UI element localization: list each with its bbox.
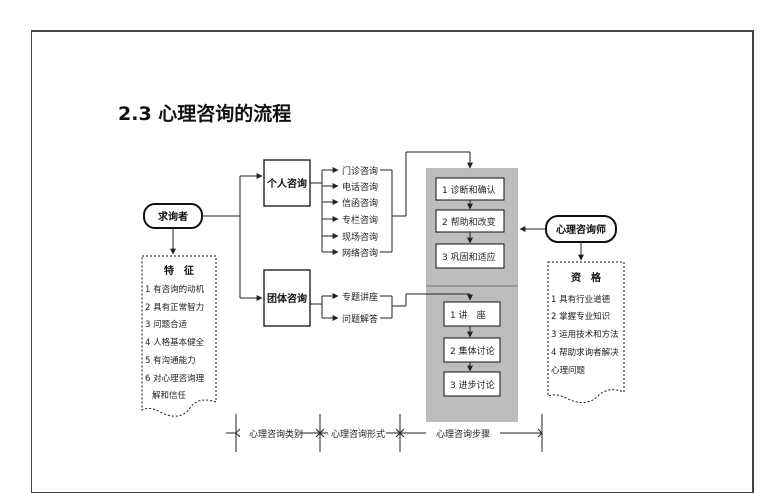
feature-item: 6 对心理咨询理 [145,373,205,384]
qualifications-box [547,261,625,403]
step-dimension-label: 心理咨询步骤 [436,428,490,440]
feature-item: 解和信任 [152,390,187,401]
step-box [443,371,501,397]
form-item: 信函咨询 [342,197,378,209]
form-item: 电话咨询 [342,181,378,193]
step-label: 1 讲 座 [450,309,486,321]
form-item: 门诊咨询 [342,165,378,177]
feature-item: 4 人格基本健全 [145,337,205,348]
step-label: 2 帮助和改变 [442,216,496,228]
seeker-label: 求询者 [158,210,188,223]
feature-item: 2 具有正常智力 [145,302,204,313]
qualifications-heading: 资 格 [571,271,602,284]
individual-forms-connectors [310,167,339,255]
group-consulting-box [263,269,311,327]
individual-forms-list: 门诊咨询 电话咨询 信函咨询 专栏咨询 现场咨询 网络咨询 [342,165,378,259]
features-box [141,255,217,417]
step-box [435,243,505,269]
form-item: 专题讲座 [342,291,378,303]
features-heading: 特 征 [164,264,194,277]
step-box [443,301,501,327]
form-item: 网络咨询 [342,247,378,259]
group-to-steps-connector [380,293,473,319]
qualification-item: 心理问题 [551,366,586,376]
category-dimension-label: 心理咨询类别 [249,428,303,440]
step-label: 3 进步讨论 [450,379,495,391]
form-item: 专栏咨询 [342,214,378,226]
group-forms-list: 专题讲座 问题解答 [342,291,378,325]
qualification-item: 2 掌握专业知识 [551,311,610,322]
form-dimension-label: 心理咨询形式 [331,428,385,440]
section-title: 2.3 心理咨询的流程 [118,103,292,125]
group-forms-connectors [310,293,339,321]
step-label: 2 集体讨论 [450,345,495,357]
individual-steps: 1 诊断和确认 2 帮助和改变 3 巩固和适应 [435,177,505,269]
bottom-dimension-line [226,414,543,452]
group-steps: 1 讲 座 2 集体讨论 3 进步讨论 [443,301,501,397]
form-item: 现场咨询 [342,231,378,243]
step-label: 3 巩固和适应 [442,251,496,263]
individual-to-steps-connector [380,151,473,253]
group-consulting-label: 团体咨询 [267,292,307,305]
qualification-item: 1 具有行业道德 [551,294,611,305]
counseling-flow-diagram: 求询者 心理咨询师 个人咨询 团体咨询 门诊咨询 电话咨询 信函咨询 专栏咨询 … [141,151,625,452]
qualification-item: 4 帮助求询者解决 [551,347,619,358]
feature-item: 5 有沟通能力 [145,355,196,366]
counselor-label: 心理咨询师 [556,223,606,236]
step-box [443,337,501,363]
form-item: 问题解答 [342,313,378,325]
individual-consulting-box [263,159,311,207]
feature-item: 1 有咨询的动机 [145,284,205,295]
step-label: 1 诊断和确认 [442,184,496,196]
individual-consulting-label: 个人咨询 [266,177,307,190]
qualification-item: 3 运用技术和方法 [551,329,619,340]
feature-item: 3 问题合适 [145,319,188,330]
